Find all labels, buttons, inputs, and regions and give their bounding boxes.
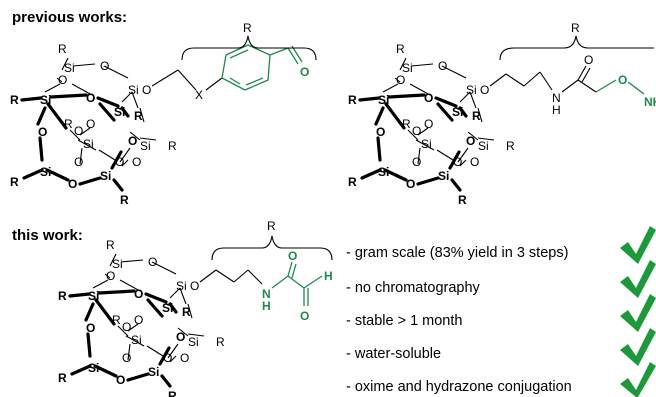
atom-label: NH [644,95,656,109]
heading-previous-works: previous works: [12,9,127,26]
atom-label: H [324,269,333,283]
heading-this-work: this work: [12,227,83,244]
check-icon [620,260,656,298]
atom-label: R [243,21,252,35]
atom-label: O [618,73,627,87]
structure-poss-aminooxy: N H O O NH R [348,21,656,207]
check-icon [620,362,656,397]
atom-label: H [262,299,271,313]
structure-poss-aldehyde: X O R [10,21,317,207]
atom-label: O [300,65,309,79]
atom-label: N [262,287,271,301]
feature-item: - gram scale (83% yield in 3 steps) [346,245,568,261]
atom-label: N [552,91,561,105]
atom-label: R [571,21,580,35]
feature-item: - oxime and hydrazone conjugation [346,379,572,395]
structure-poss-glyoxylamide: N H O H O R [58,219,333,397]
check-marks [620,226,656,397]
feature-item: - water-soluble [346,346,441,362]
feature-item: - no chromatography [346,280,481,296]
atom-label: O [288,249,297,263]
feature-list: - gram scale (83% yield in 3 steps) - no… [346,245,572,395]
feature-item: - stable > 1 month [346,313,462,329]
check-icon [620,328,656,366]
atom-label: H [552,103,561,117]
atom-label: O [300,309,309,323]
check-icon [620,226,656,264]
atom-label: X [195,88,203,102]
atom-label: O [584,53,593,67]
check-icon [620,294,656,332]
atom-label: R [267,219,276,233]
